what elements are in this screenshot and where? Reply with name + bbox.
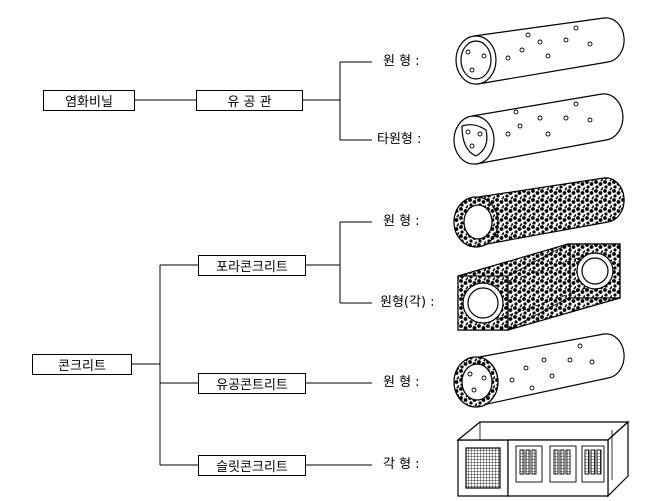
shape-label-oval: 타원형 : — [377, 132, 422, 147]
shape-label-round: 원 형 : — [383, 214, 420, 229]
type-label-perforated-pipe: 유 공 관 — [227, 95, 272, 110]
shape-label-round: 원 형 : — [383, 54, 420, 69]
type-box-perforated-pipe: 유 공 관 — [196, 90, 303, 111]
round-perforated-concrete-pipe-icon — [453, 333, 625, 408]
type-label-porous-concrete: 포라콘크리트 — [216, 260, 288, 275]
round-porous-concrete-pipe-icon — [453, 177, 625, 248]
type-box-perforated-concrete: 유공콘트리트 — [198, 373, 306, 394]
shape-label-round: 원 형 : — [383, 375, 420, 390]
type-box-slit-concrete: 슬릿콘크리트 — [198, 455, 306, 476]
square-porous-concrete-pipe-icon — [457, 243, 621, 331]
oval-perforated-pipe-icon — [453, 93, 624, 165]
material-label-pvc: 염화비닐 — [65, 95, 113, 110]
shape-label-square: 각 형 : — [383, 457, 420, 472]
type-label-perforated-concrete: 유공콘트리트 — [216, 378, 288, 393]
type-box-porous-concrete: 포라콘크리트 — [198, 255, 306, 276]
material-box-concrete: 콘크리트 — [32, 354, 132, 375]
material-box-pvc: 염화비닐 — [43, 90, 135, 111]
slotted-box-concrete-pipe-icon — [456, 420, 630, 498]
material-label-concrete: 콘크리트 — [58, 359, 106, 374]
round-perforated-pipe-icon — [455, 17, 625, 85]
type-label-slit-concrete: 슬릿콘크리트 — [216, 460, 288, 475]
shape-label-round-square: 원형(각) : — [380, 295, 435, 310]
